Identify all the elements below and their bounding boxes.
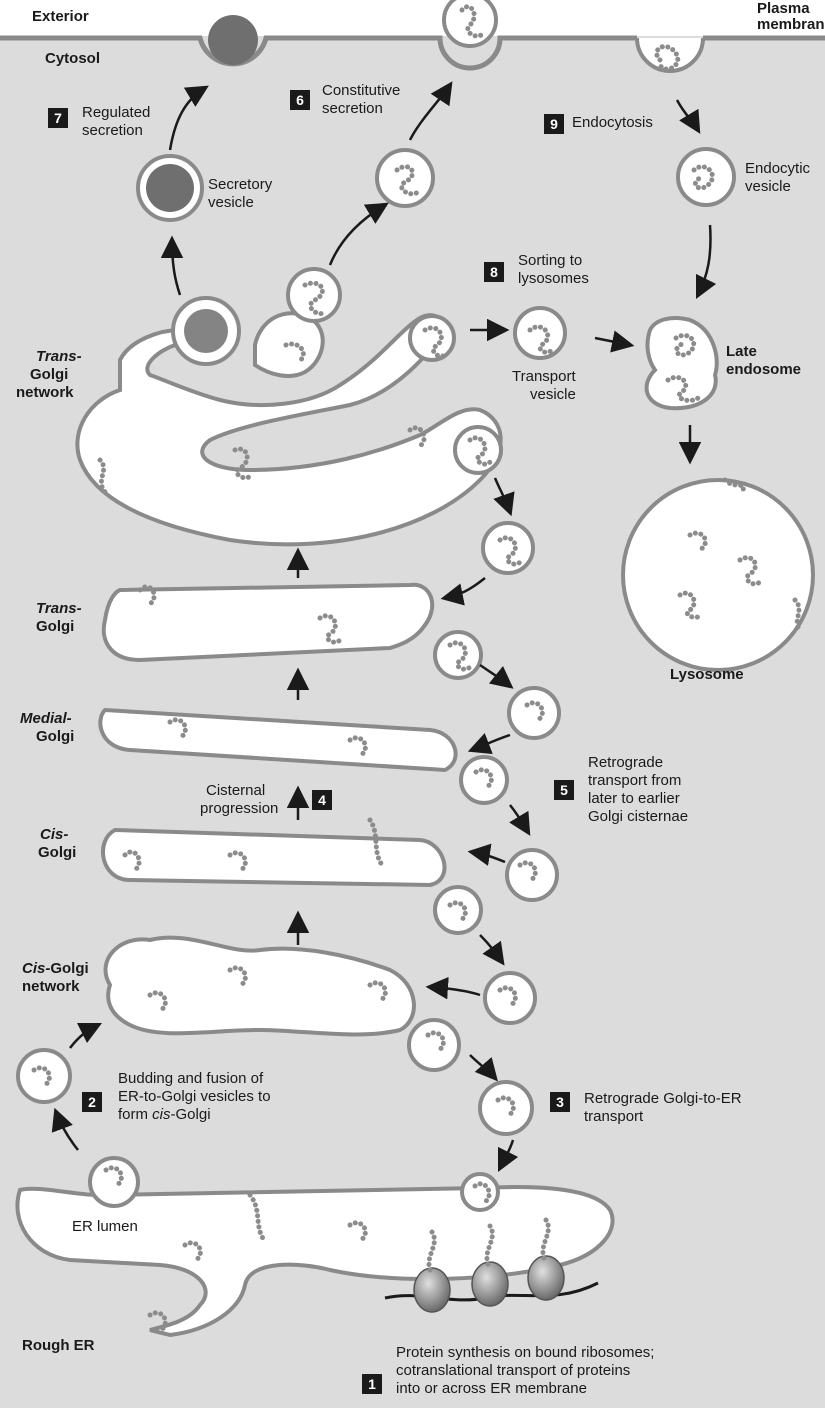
secretory-granule-cargo [184,309,228,353]
step-4-text-2: progression [200,800,278,818]
secretory-vesicle-label-1: Secretory [208,176,272,194]
step-5-text-2: transport from [588,772,681,790]
step-8-text-2: lysosomes [518,270,589,288]
step-2-text-3a: form [118,1106,152,1123]
step-2-text-3c: -Golgi [171,1106,211,1123]
step-9-text-1: Endocytosis [572,114,653,132]
medial-golgi-label-2: Golgi [36,728,74,746]
lysosome-label: Lysosome [670,666,744,684]
cis-golgi-network-shape [106,938,414,1035]
step-7-text-1: Regulated [82,104,150,122]
secretory-vesicle-label-2: vesicle [208,194,254,212]
step-7-text-2: secretion [82,122,143,140]
endocytic-vesicle-label-1: Endocytic [745,160,810,178]
lysosome-shape [623,480,813,670]
trans-golgi-label-1: Trans- [36,600,82,618]
step-5-badge: 5 [554,780,574,800]
rough-er-shape [17,1187,612,1335]
cgn-label-2: network [22,978,80,996]
step-9-badge: 9 [544,114,564,134]
step-3-text-2: transport [584,1108,643,1126]
er-bud [90,1158,138,1206]
late-endosome-label-1: Late [726,343,757,361]
transport-vesicle-label-2: vesicle [530,386,576,404]
step-6-text-2: secretion [322,100,383,118]
trans-golgi-label-2: Golgi [36,618,74,636]
cytosol-label: Cytosol [45,50,100,68]
plasma-membrane-label-2: membrane [757,16,825,34]
step-8-text-1: Sorting to [518,252,582,270]
step-2-text-1: Budding and fusion of [118,1070,263,1088]
step-3-text-1: Retrograde Golgi-to-ER [584,1090,742,1108]
step-7-badge: 7 [48,108,68,128]
late-endosome-label-2: endosome [726,361,801,379]
cis-golgi-cisterna [103,830,444,885]
step-2-text-3: form cis-Golgi [118,1106,211,1124]
step-1-text-1: Protein synthesis on bound ribosomes; [396,1344,654,1362]
step-1-text-3: into or across ER membrane [396,1380,587,1398]
cis-golgi-label-2: Golgi [38,844,76,862]
endocytic-vesicle-label-2: vesicle [745,178,791,196]
cgn-label-golgi: Golgi [50,960,88,977]
exterior-region [0,0,825,36]
step-6-text-1: Constitutive [322,82,400,100]
step-4-text-1: Cisternal [206,782,265,800]
step-4-badge: 4 [312,790,332,810]
tgn-label-3: network [16,384,74,402]
step-5-text-1: Retrograde [588,754,663,772]
cis-golgi-label-1: Cis- [40,826,68,844]
tgn-label-2: Golgi [30,366,68,384]
step-3-badge: 3 [550,1092,570,1112]
tgn-label-1: Trans- [36,348,82,366]
step-2-text-3b: cis [152,1106,170,1123]
step-5-text-4: Golgi cisternae [588,808,688,826]
er-lumen-label: ER lumen [72,1218,138,1236]
er-fusing-vesicle [462,1174,498,1210]
medial-golgi-label-1: Medial- [20,710,72,728]
exterior-label: Exterior [32,8,89,26]
cgn-label-cis: Cis- [22,960,50,977]
step-2-badge: 2 [82,1092,102,1112]
step-1-text-2: cotranslational transport of proteins [396,1362,630,1380]
cgn-label-1: Cis-Golgi [22,960,89,978]
medial-golgi-cisterna [100,710,455,770]
step-5-text-3: later to earlier [588,790,680,808]
rough-er-label: Rough ER [22,1337,95,1355]
step-1-badge: 1 [362,1374,382,1394]
step-6-badge: 6 [290,90,310,110]
transport-vesicle-label-1: Transport [512,368,576,386]
step-2-text-2: ER-to-Golgi vesicles to [118,1088,271,1106]
step-8-badge: 8 [484,262,504,282]
